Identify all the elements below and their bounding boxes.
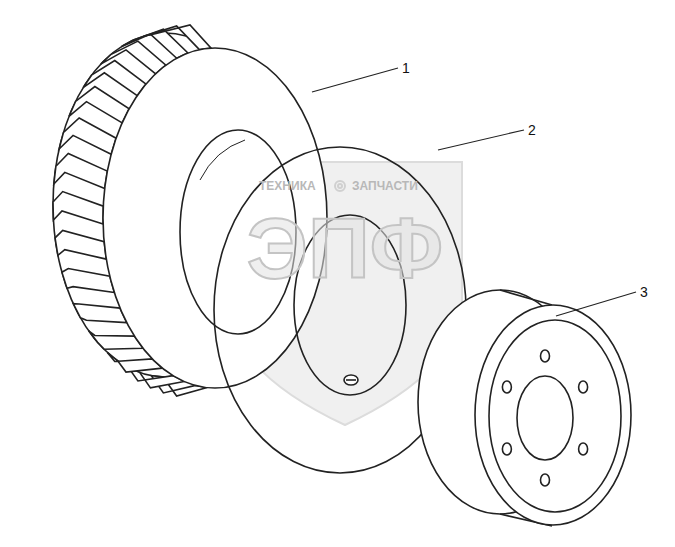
callout-number: 1 bbox=[402, 61, 410, 75]
watermark-logo: ЭПФ bbox=[247, 205, 443, 291]
callout-number: 3 bbox=[640, 285, 648, 299]
rim bbox=[418, 290, 631, 526]
callout-number: 2 bbox=[528, 123, 536, 137]
watermark-text: ТЕХНИКА bbox=[259, 180, 316, 192]
watermark-text: ЗАПЧАСТИ bbox=[352, 180, 418, 192]
watermark-gear bbox=[335, 181, 345, 191]
